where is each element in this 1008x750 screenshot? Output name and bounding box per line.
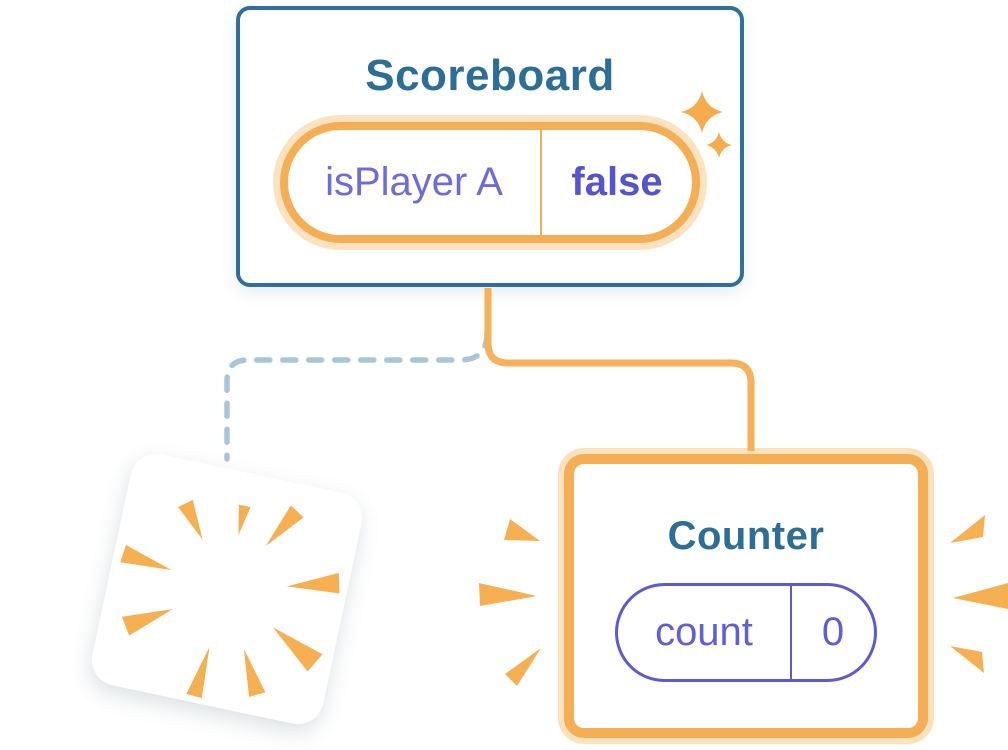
state-value-label: false (571, 160, 663, 204)
orange-connector-line (484, 288, 755, 451)
scoreboard-card: Scoreboard isPlayer A false (236, 6, 744, 287)
removed-component-square (87, 449, 367, 729)
emphasis-rays-right-icon (950, 515, 1008, 673)
pill-separator (540, 130, 542, 235)
state-value-label: 0 (821, 610, 845, 654)
counter-title: Counter (667, 514, 825, 558)
emphasis-rays-left-icon (479, 519, 541, 686)
counter-card: Counter count 0 (564, 454, 928, 738)
state-key-label: count (655, 610, 753, 654)
poof-burst-icon (120, 499, 340, 699)
state-key-label: isPlayer A (325, 160, 503, 204)
dashed-connector-line (224, 330, 490, 462)
scoreboard-state-pill: isPlayer A false (280, 122, 700, 243)
pill-separator (790, 586, 792, 679)
scoreboard-title: Scoreboard (365, 51, 615, 100)
counter-state-pill: count 0 (615, 583, 877, 682)
